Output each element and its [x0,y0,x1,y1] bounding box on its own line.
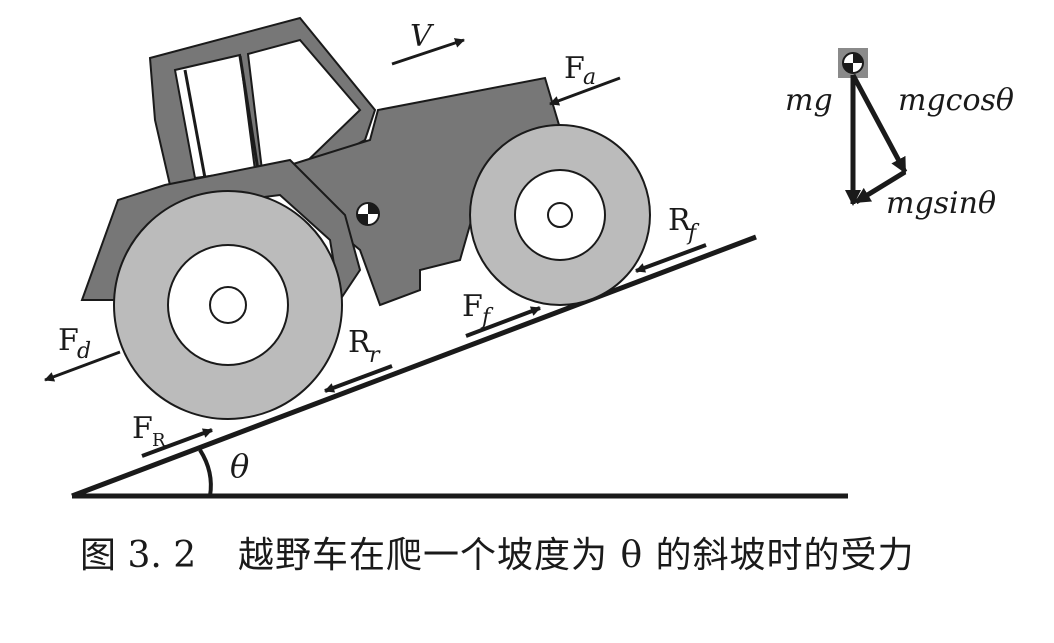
front-wheel [469,124,651,306]
front-resistance-sub: f [686,221,700,246]
figure-caption: 图 3. 2 越野车在爬一个坡度为 θ 的斜坡时的受力 [0,520,1054,580]
tractor-hood [288,76,564,307]
rear-resistance-sub: r [369,343,381,368]
slope-line [71,234,757,499]
angle-arc [198,448,213,497]
drag-force-label: F [58,323,79,358]
gravity-decomposition: mg mgcosθ mgsinθ [785,48,1014,221]
rear-drive-sub: R [152,430,166,451]
rear-wheel [113,190,343,420]
rear-resistance-label: R [348,325,372,360]
mg-label: mg [785,83,833,118]
tractor-force-diagram: V F a F d R r R f F f F R θ mg mgcosθ mg… [44,16,1014,499]
rear-drive-arrow [141,428,213,458]
front-resistance-arrow [635,243,707,273]
drag-force-sub: d [77,339,91,364]
aero-force-sub: a [583,65,596,90]
mgsin-label: mgsinθ [886,186,996,221]
rear-drive-label: F [132,411,153,446]
mgcos-arrow [850,73,908,174]
cab-window-right [246,38,362,172]
front-resistance-label: R [668,203,692,238]
front-drive-label: F [462,289,483,324]
rear-resistance-arrow [324,364,393,393]
caption-text: 越野车在爬一个坡度为 θ 的斜坡时的受力 [238,535,915,576]
center-of-gravity-icon [356,202,380,226]
front-drive-arrow [465,306,541,338]
drag-force-arrow [44,350,121,382]
tractor [80,16,651,420]
velocity-label: V [410,19,435,54]
mgcos-label: mgcosθ [898,83,1014,118]
mgsin-arrow [854,169,907,205]
angle-label: θ [230,447,249,485]
aero-force-arrow [549,76,621,106]
caption-number: 图 3. 2 [80,535,197,576]
cg-symbol-icon [842,52,864,74]
velocity-arrow [391,38,465,66]
cab-pillar [183,69,207,179]
aero-force-label: F [564,51,585,86]
cab-pillar-2 [238,55,260,171]
